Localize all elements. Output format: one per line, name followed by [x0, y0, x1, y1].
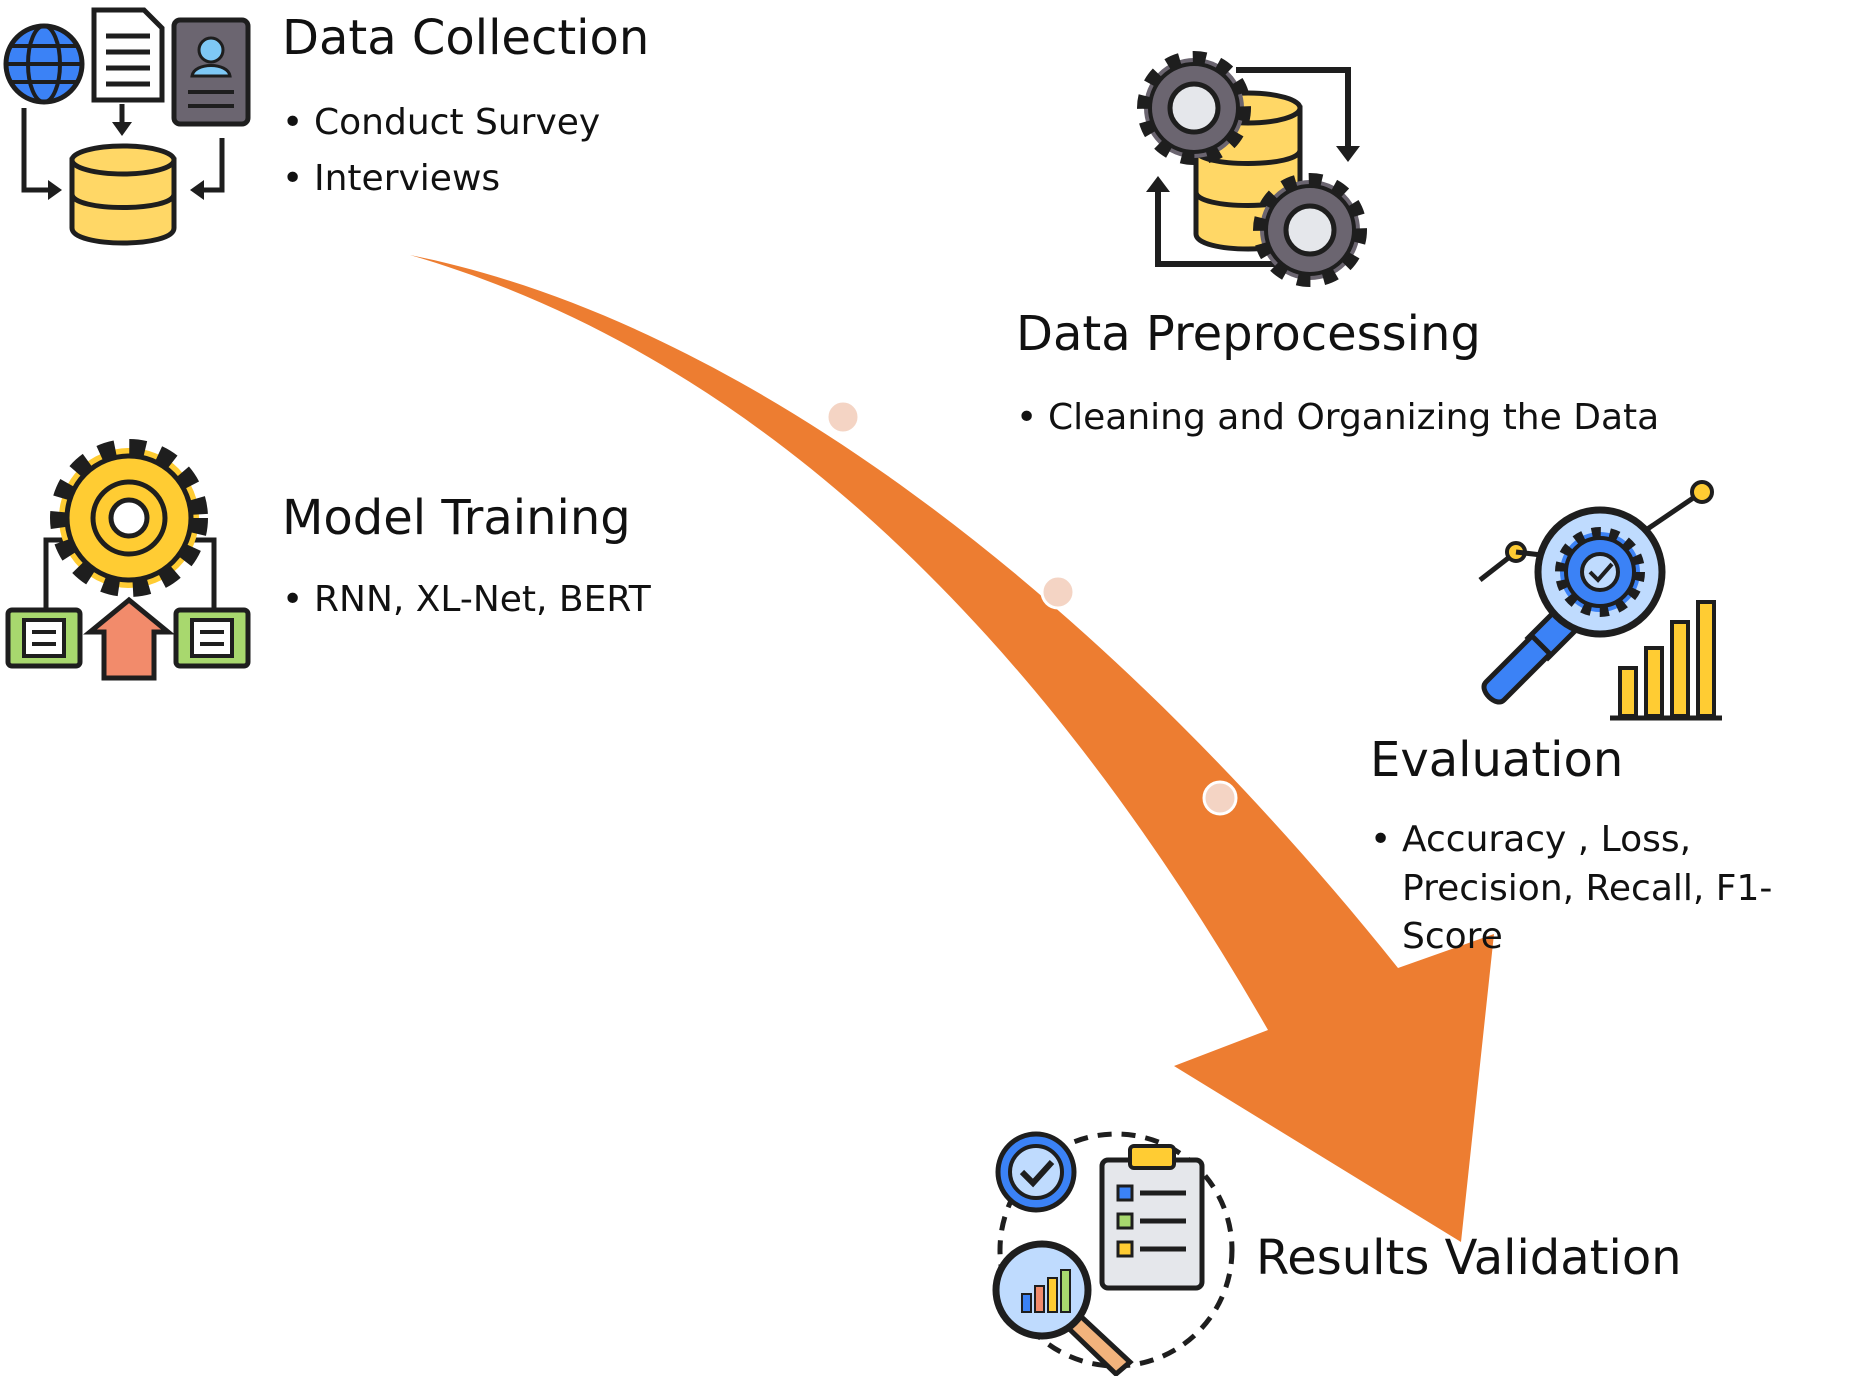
step-title-model-training: Model Training [282, 490, 631, 546]
data-preprocessing-icon [1137, 51, 1367, 287]
step-bullets-data-preprocessing: Cleaning and Organizing the Data [1016, 390, 1659, 446]
step-title-data-preprocessing: Data Preprocessing [1016, 306, 1481, 362]
data-collection-icon [3, 7, 251, 246]
model-training-icon [5, 439, 251, 681]
bullet-item: Cleaning and Organizing the Data [1016, 390, 1659, 446]
bullet-item: RNN, XL-Net, BERT [282, 572, 651, 628]
step-bullets-evaluation: Accuracy , Loss, Precision, Recall, F1-S… [1370, 816, 1870, 962]
step-title-evaluation: Evaluation [1370, 732, 1624, 788]
arrow-dot-3 [1202, 780, 1238, 816]
arrow-dot-2 [1040, 574, 1076, 610]
step-bullets-data-collection: Conduct Survey Interviews [282, 95, 600, 207]
results-validation-icon [992, 1131, 1235, 1376]
evaluation-icon [1478, 480, 1722, 721]
step-bullets-model-training: RNN, XL-Net, BERT [282, 572, 651, 628]
bullet-item: Interviews [282, 151, 600, 207]
step-title-data-collection: Data Collection [282, 10, 650, 66]
bullet-item: Conduct Survey [282, 95, 600, 151]
bullet-item: Accuracy , Loss, Precision, Recall, F1-S… [1370, 816, 1870, 962]
step-title-results-validation: Results Validation [1256, 1230, 1682, 1286]
flow-arrow-shape [410, 255, 1494, 1242]
arrow-dot-1 [825, 399, 861, 435]
